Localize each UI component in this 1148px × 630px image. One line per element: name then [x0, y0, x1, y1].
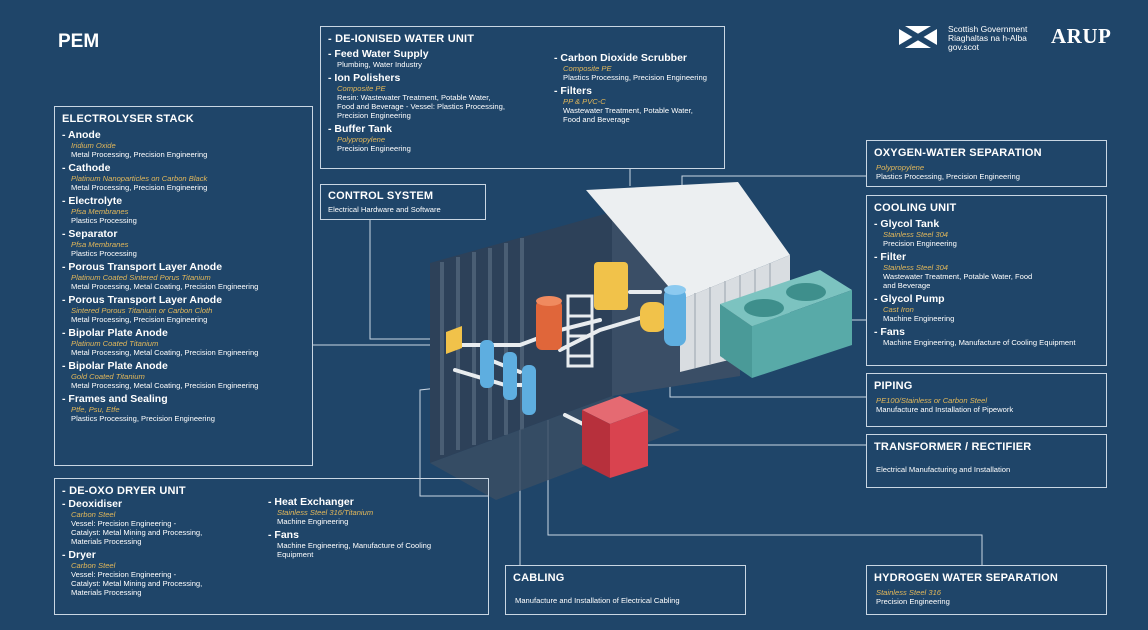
deoxo-item: - Heat Exchanger Stainless Steel 316/Tit… [268, 496, 374, 526]
electrolyser-panel [446, 326, 462, 354]
electrolyser-item: - Frames and Sealing Ptfe, Psu, Etfe Pla… [62, 393, 215, 423]
deoxo-title: - DE-OXO DRYER UNIT [62, 485, 186, 497]
saltire-logo-icon [899, 26, 937, 48]
hydrogen-title: HYDROGEN WATER SEPARATION [874, 572, 1059, 584]
electrolyser-item: - Bipolar Plate Anode Platinum Coated Ti… [62, 327, 259, 357]
electrolyser-item: - Electrolyte Pfsa Membranes Plastics Pr… [62, 195, 137, 225]
box-transformer-rectifier: TRANSFORMER / RECTIFIER Electrical Manuf… [866, 434, 1107, 488]
box-piping: PIPING PE100/Stainless or Carbon Steel M… [866, 373, 1107, 427]
deionised-title: - DE-IONISED WATER UNIT [328, 33, 475, 45]
deoxo-item: - Fans Machine Engineering, Manufacture … [268, 529, 432, 559]
box-oxygen-water-separation: OXYGEN-WATER SEPARATION Polypropylene Pl… [866, 140, 1107, 187]
container-ribs [440, 238, 524, 455]
deoxo-item: - Dryer Carbon Steel Vessel: Precision E… [62, 549, 203, 597]
electrolyser-item: - Porous Transport Layer Anode Sintered … [62, 294, 223, 324]
scottish-government-logo: Scottish Government Riaghaltas na h-Alba… [942, 24, 1028, 52]
cooling-item: - Glycol Tank Stainless Steel 304 Precis… [874, 218, 957, 248]
transformer-title: TRANSFORMER / RECTIFIER [874, 441, 1032, 453]
box-control-system: CONTROL SYSTEM Electrical Hardware and S… [320, 184, 486, 220]
box-deionised-water-unit: - DE-IONISED WATER UNIT - Feed Water Sup… [320, 26, 725, 169]
hydrogen-material: Stainless Steel 316 [876, 588, 942, 597]
electrolyser-item: - Porous Transport Layer Anode Platinum … [62, 261, 259, 291]
electrolyser-title: ELECTROLYSER STACK [62, 113, 194, 125]
control-title: CONTROL SYSTEM [328, 190, 434, 202]
cabling-title: CABLING [513, 572, 565, 584]
oxygen-separator-vessel [664, 285, 686, 346]
piping-uses: Manufacture and Installation of Pipework [876, 405, 1014, 414]
electrolyser-stack-vessel [536, 296, 562, 350]
hydrogen-uses: Precision Engineering [876, 597, 950, 606]
box-de-oxo-dryer-unit: - DE-OXO DRYER UNIT - Deoxidiser Carbon … [54, 478, 489, 615]
cooling-unit [720, 270, 852, 378]
box-electrolyser-stack: ELECTROLYSER STACK - Anode Iridium Oxide… [54, 106, 313, 466]
box-hydrogen-water-separation: HYDROGEN WATER SEPARATION Stainless Stee… [866, 565, 1107, 615]
box-cabling: CABLING Manufacture and Installation of … [505, 565, 746, 615]
page-title: PEM [58, 31, 100, 52]
deionised-item: - Buffer Tank Polypropylene Precision En… [328, 123, 411, 153]
cabling-text: Manufacture and Installation of Electric… [515, 596, 680, 605]
oxygen-material: Polypropylene [876, 163, 925, 172]
deionised-tanks [594, 262, 666, 332]
control-text: Electrical Hardware and Software [328, 205, 441, 214]
electrolyser-item: - Cathode Platinum Nanoparticles on Carb… [62, 162, 208, 192]
electrolyser-item: - Bipolar Plate Anode Gold Coated Titani… [62, 360, 259, 390]
deoxo-vessels [480, 340, 536, 415]
oxygen-title: OXYGEN-WATER SEPARATION [874, 147, 1042, 159]
electrolyser-item: - Anode Iridium Oxide Metal Processing, … [62, 129, 208, 159]
cooling-item: - Fans Machine Engineering, Manufacture … [874, 326, 1076, 347]
arup-logo: ARUP [1051, 24, 1112, 48]
transformer-block [582, 396, 648, 478]
leader-control [369, 219, 452, 340]
filter-frame [566, 294, 594, 368]
deionised-item: - Carbon Dioxide Scrubber Composite PE P… [554, 52, 707, 82]
cooling-title: COOLING UNIT [874, 202, 957, 214]
electrolyser-item: - Separator Pfsa Membranes Plastics Proc… [62, 228, 137, 258]
deionised-item: - Ion Polishers Composite PE Resin: Wast… [328, 72, 505, 120]
deionised-item: - Filters PP & PVC-C Wastewater Treatmen… [554, 85, 693, 124]
piping-material: PE100/Stainless or Carbon Steel [876, 396, 988, 405]
deionised-item: - Feed Water Supply Plumbing, Water Indu… [328, 48, 429, 69]
scottish-government-text: Scottish Government Riaghaltas na h-Alba… [948, 24, 1028, 52]
container-roof [586, 182, 790, 300]
box-cooling-unit: COOLING UNIT - Glycol Tank Stainless Ste… [866, 195, 1107, 366]
cooling-item: - Glycol Pump Cast Iron Machine Engineer… [874, 293, 955, 323]
cooling-item: - Filter Stainless Steel 304 Wastewater … [874, 251, 1033, 290]
transformer-text: Electrical Manufacturing and Installatio… [876, 465, 1011, 474]
piping-title: PIPING [874, 380, 913, 392]
oxygen-uses: Plastics Processing, Precision Engineeri… [876, 172, 1020, 181]
deoxo-item: - Deoxidiser Carbon Steel Vessel: Precis… [62, 498, 203, 546]
